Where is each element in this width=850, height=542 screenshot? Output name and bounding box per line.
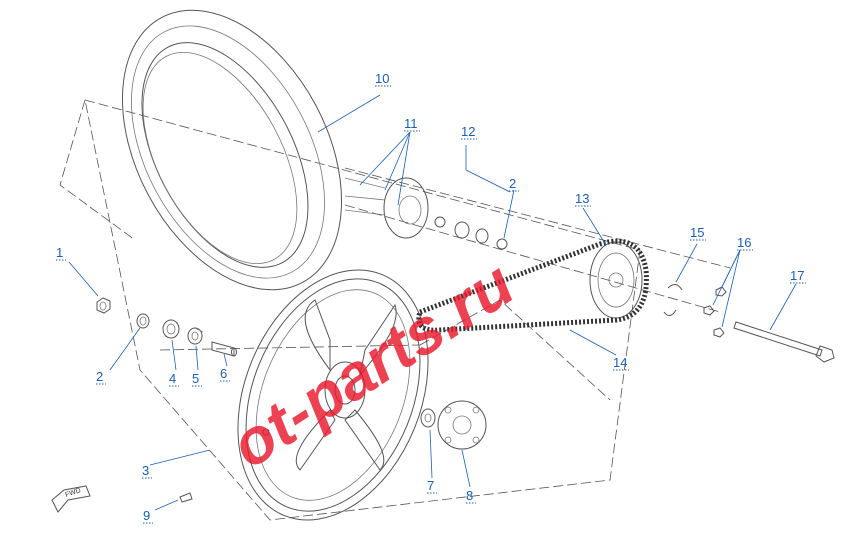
- callout-15: 15: [690, 225, 704, 240]
- fwd-text: FWD: [64, 487, 81, 499]
- direction-badge: FWD: [51, 485, 91, 513]
- watermark: ot-parts.ru: [218, 247, 526, 482]
- left-axle-parts: [96, 297, 237, 357]
- sprocket-carrier: [344, 177, 508, 250]
- tire: [121, 9, 343, 291]
- callout-1: 1: [56, 245, 63, 260]
- callout-5: 5: [192, 371, 199, 386]
- brake-side-parts: [179, 400, 487, 503]
- callout-2-right: 2: [509, 176, 516, 191]
- callout-12: 12: [461, 124, 475, 139]
- right-axle-parts: [663, 284, 835, 363]
- oil-seal-left: [162, 319, 180, 339]
- brake-disc-hub-8: [437, 400, 487, 450]
- axle-17: [733, 321, 835, 363]
- svg-text:ot-parts.ru: ot-parts.ru: [218, 247, 526, 482]
- axle-nut: [96, 297, 111, 314]
- wheel-rim: [237, 269, 429, 521]
- callout-11: 11: [404, 116, 418, 131]
- callout-8: 8: [466, 488, 473, 503]
- valve-9: [179, 492, 193, 503]
- callout-2-left: 2: [96, 369, 103, 384]
- callout-10: 10: [375, 71, 389, 86]
- leader-lines: [68, 94, 797, 511]
- callout-3: 3: [142, 463, 149, 478]
- callout-9: 9: [143, 508, 150, 523]
- collar-7: [420, 408, 436, 428]
- callout-4: 4: [169, 371, 176, 386]
- callout-14: 14: [613, 355, 627, 370]
- rear-sprocket: [589, 241, 643, 319]
- spacer-sleeve: [211, 341, 237, 357]
- assembly-guide-lines: [59, 99, 731, 521]
- callout-6: 6: [220, 366, 227, 381]
- callout-13: 13: [575, 191, 589, 206]
- callout-17: 17: [790, 268, 804, 283]
- callout-labels: 1 2 2 3 4 5 6 7 8 9 10 11 12 13 14 15 16: [56, 71, 806, 524]
- bearing-right: [187, 327, 204, 345]
- bearing-left: [136, 313, 150, 329]
- drive-chain: [416, 238, 649, 333]
- callout-7: 7: [427, 478, 434, 493]
- callout-16: 16: [737, 235, 751, 250]
